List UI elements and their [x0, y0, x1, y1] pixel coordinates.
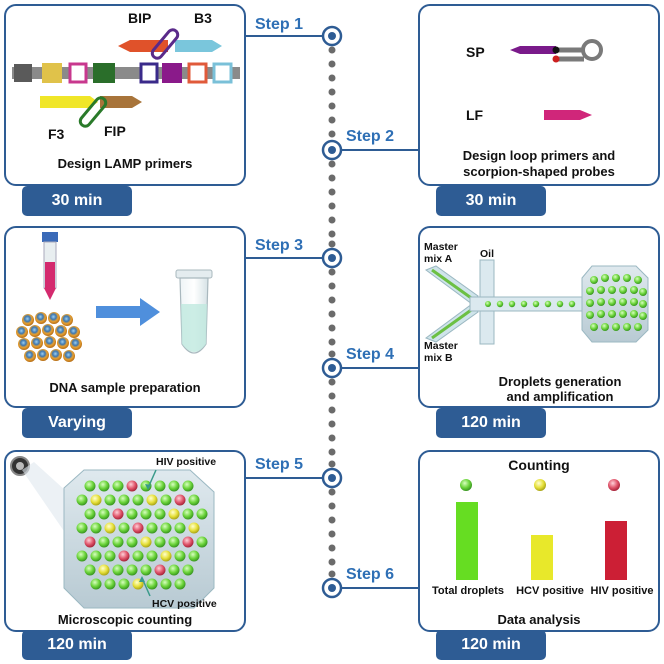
panel5-caption: Microscopic counting: [57, 612, 193, 627]
hiv-positive-label: HIV positive: [156, 456, 217, 468]
master-mix-a-label-line2: mix A: [424, 253, 453, 265]
step-3-label: Step 3: [255, 237, 304, 254]
b3-label: B3: [194, 10, 212, 26]
panel2-time-badge: 30 min: [436, 186, 546, 216]
step-2-label: Step 2: [346, 128, 395, 145]
master-mix-a-label-line1: Master: [424, 241, 458, 253]
fip-label: FIP: [104, 123, 126, 139]
bip-label: BIP: [128, 10, 152, 26]
panel5-time-badge: 120 min: [22, 630, 132, 660]
panel1-time-badge: 30 min: [22, 186, 132, 216]
panel3-caption: DNA sample preparation: [49, 380, 201, 395]
hcv-positive-label: HCV positive: [152, 598, 217, 610]
sp-label: SP: [466, 44, 485, 60]
bar-label-hcv: HCV positive: [516, 585, 584, 597]
panel4-time-badge: 120 min: [436, 408, 546, 438]
step-1-label: Step 1: [255, 16, 304, 33]
timeline-dots: [328, 46, 336, 578]
panel2-caption-line2: scorpion-shaped probes: [463, 164, 615, 179]
bar-label-hiv: HIV positive: [590, 585, 654, 597]
panel1-caption: Design LAMP primers: [57, 156, 193, 171]
lf-label: LF: [466, 107, 484, 123]
panel6-caption: Data analysis: [497, 612, 581, 627]
bar-label-total: Total droplets: [432, 585, 504, 597]
panel-design-loop-primers: [418, 4, 660, 186]
counting-title: Counting: [508, 457, 570, 473]
step-6-label: Step 6: [346, 566, 395, 583]
f3-label: F3: [48, 126, 65, 142]
master-mix-b-label-line1: Master: [424, 340, 458, 352]
oil-label: Oil: [480, 248, 495, 260]
panel4-caption-line2: and amplification: [506, 389, 614, 404]
master-mix-b-label-line2: mix B: [424, 352, 453, 364]
cell-cluster: [16, 312, 82, 362]
panel-design-lamp-primers: [4, 4, 246, 186]
droplet-grid: [76, 480, 208, 590]
step-4-label: Step 4: [346, 346, 395, 363]
panel6-time-badge: 120 min: [436, 630, 546, 660]
panel4-caption-line1: Droplets generation: [498, 374, 622, 389]
panel2-caption-line1: Design loop primers and: [462, 148, 616, 163]
step-5-label: Step 5: [255, 456, 304, 473]
step-nodes: [246, 25, 418, 599]
panel3-time-badge: Varying: [22, 408, 132, 438]
